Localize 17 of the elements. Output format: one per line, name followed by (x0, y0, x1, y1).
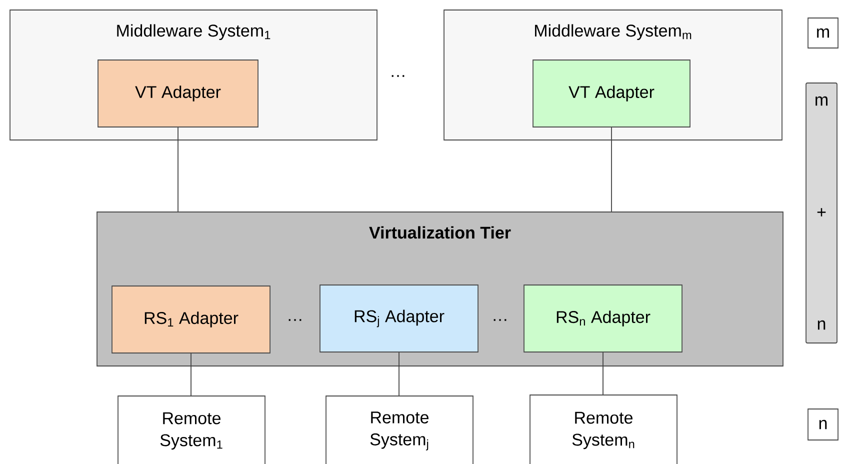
ellipsis: … (288, 319, 302, 321)
remote-system-box: Remote System$_{n}$ (530, 394, 678, 464)
remote-system-box: Remote System$_{j}$ (326, 396, 474, 464)
count-box: n (808, 408, 838, 440)
connector-line (398, 352, 400, 396)
connector-line (611, 127, 612, 212)
connector-line (602, 352, 604, 395)
remote-system-box: Remote System$_{1}$ (118, 396, 266, 464)
ellipsis: … (494, 319, 506, 321)
adapter-box: RS$_{n}$ Adapter (524, 284, 682, 352)
connector-line (190, 353, 192, 396)
adapter-box: RS$_{1}$ Adapter (112, 286, 270, 354)
adapter-box: VT Adapter (532, 60, 690, 128)
adapter-box: VT Adapter (98, 60, 258, 128)
ellipsis: … (392, 75, 404, 77)
count-box: m (808, 18, 838, 48)
adapter-box: RS$_{j}$ Adapter (320, 284, 478, 352)
